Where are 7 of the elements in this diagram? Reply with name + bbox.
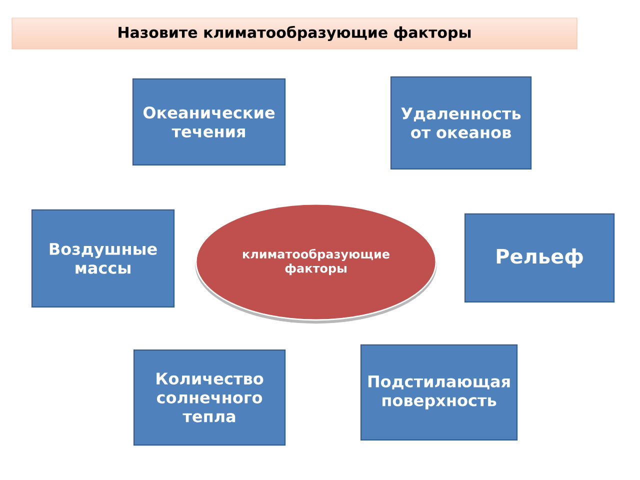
factor-box: Рельеф	[464, 213, 615, 303]
title-banner: Назовите климатообразующие факторы	[12, 18, 578, 50]
factor-box: Удаленность от океанов	[390, 76, 532, 170]
factor-box: Количество солнечного тепла	[133, 349, 286, 446]
factor-box: Воздушные массы	[31, 209, 175, 308]
factor-box: Океанические течения	[132, 78, 286, 166]
factor-box: Подстилающая поверхность	[360, 344, 518, 441]
